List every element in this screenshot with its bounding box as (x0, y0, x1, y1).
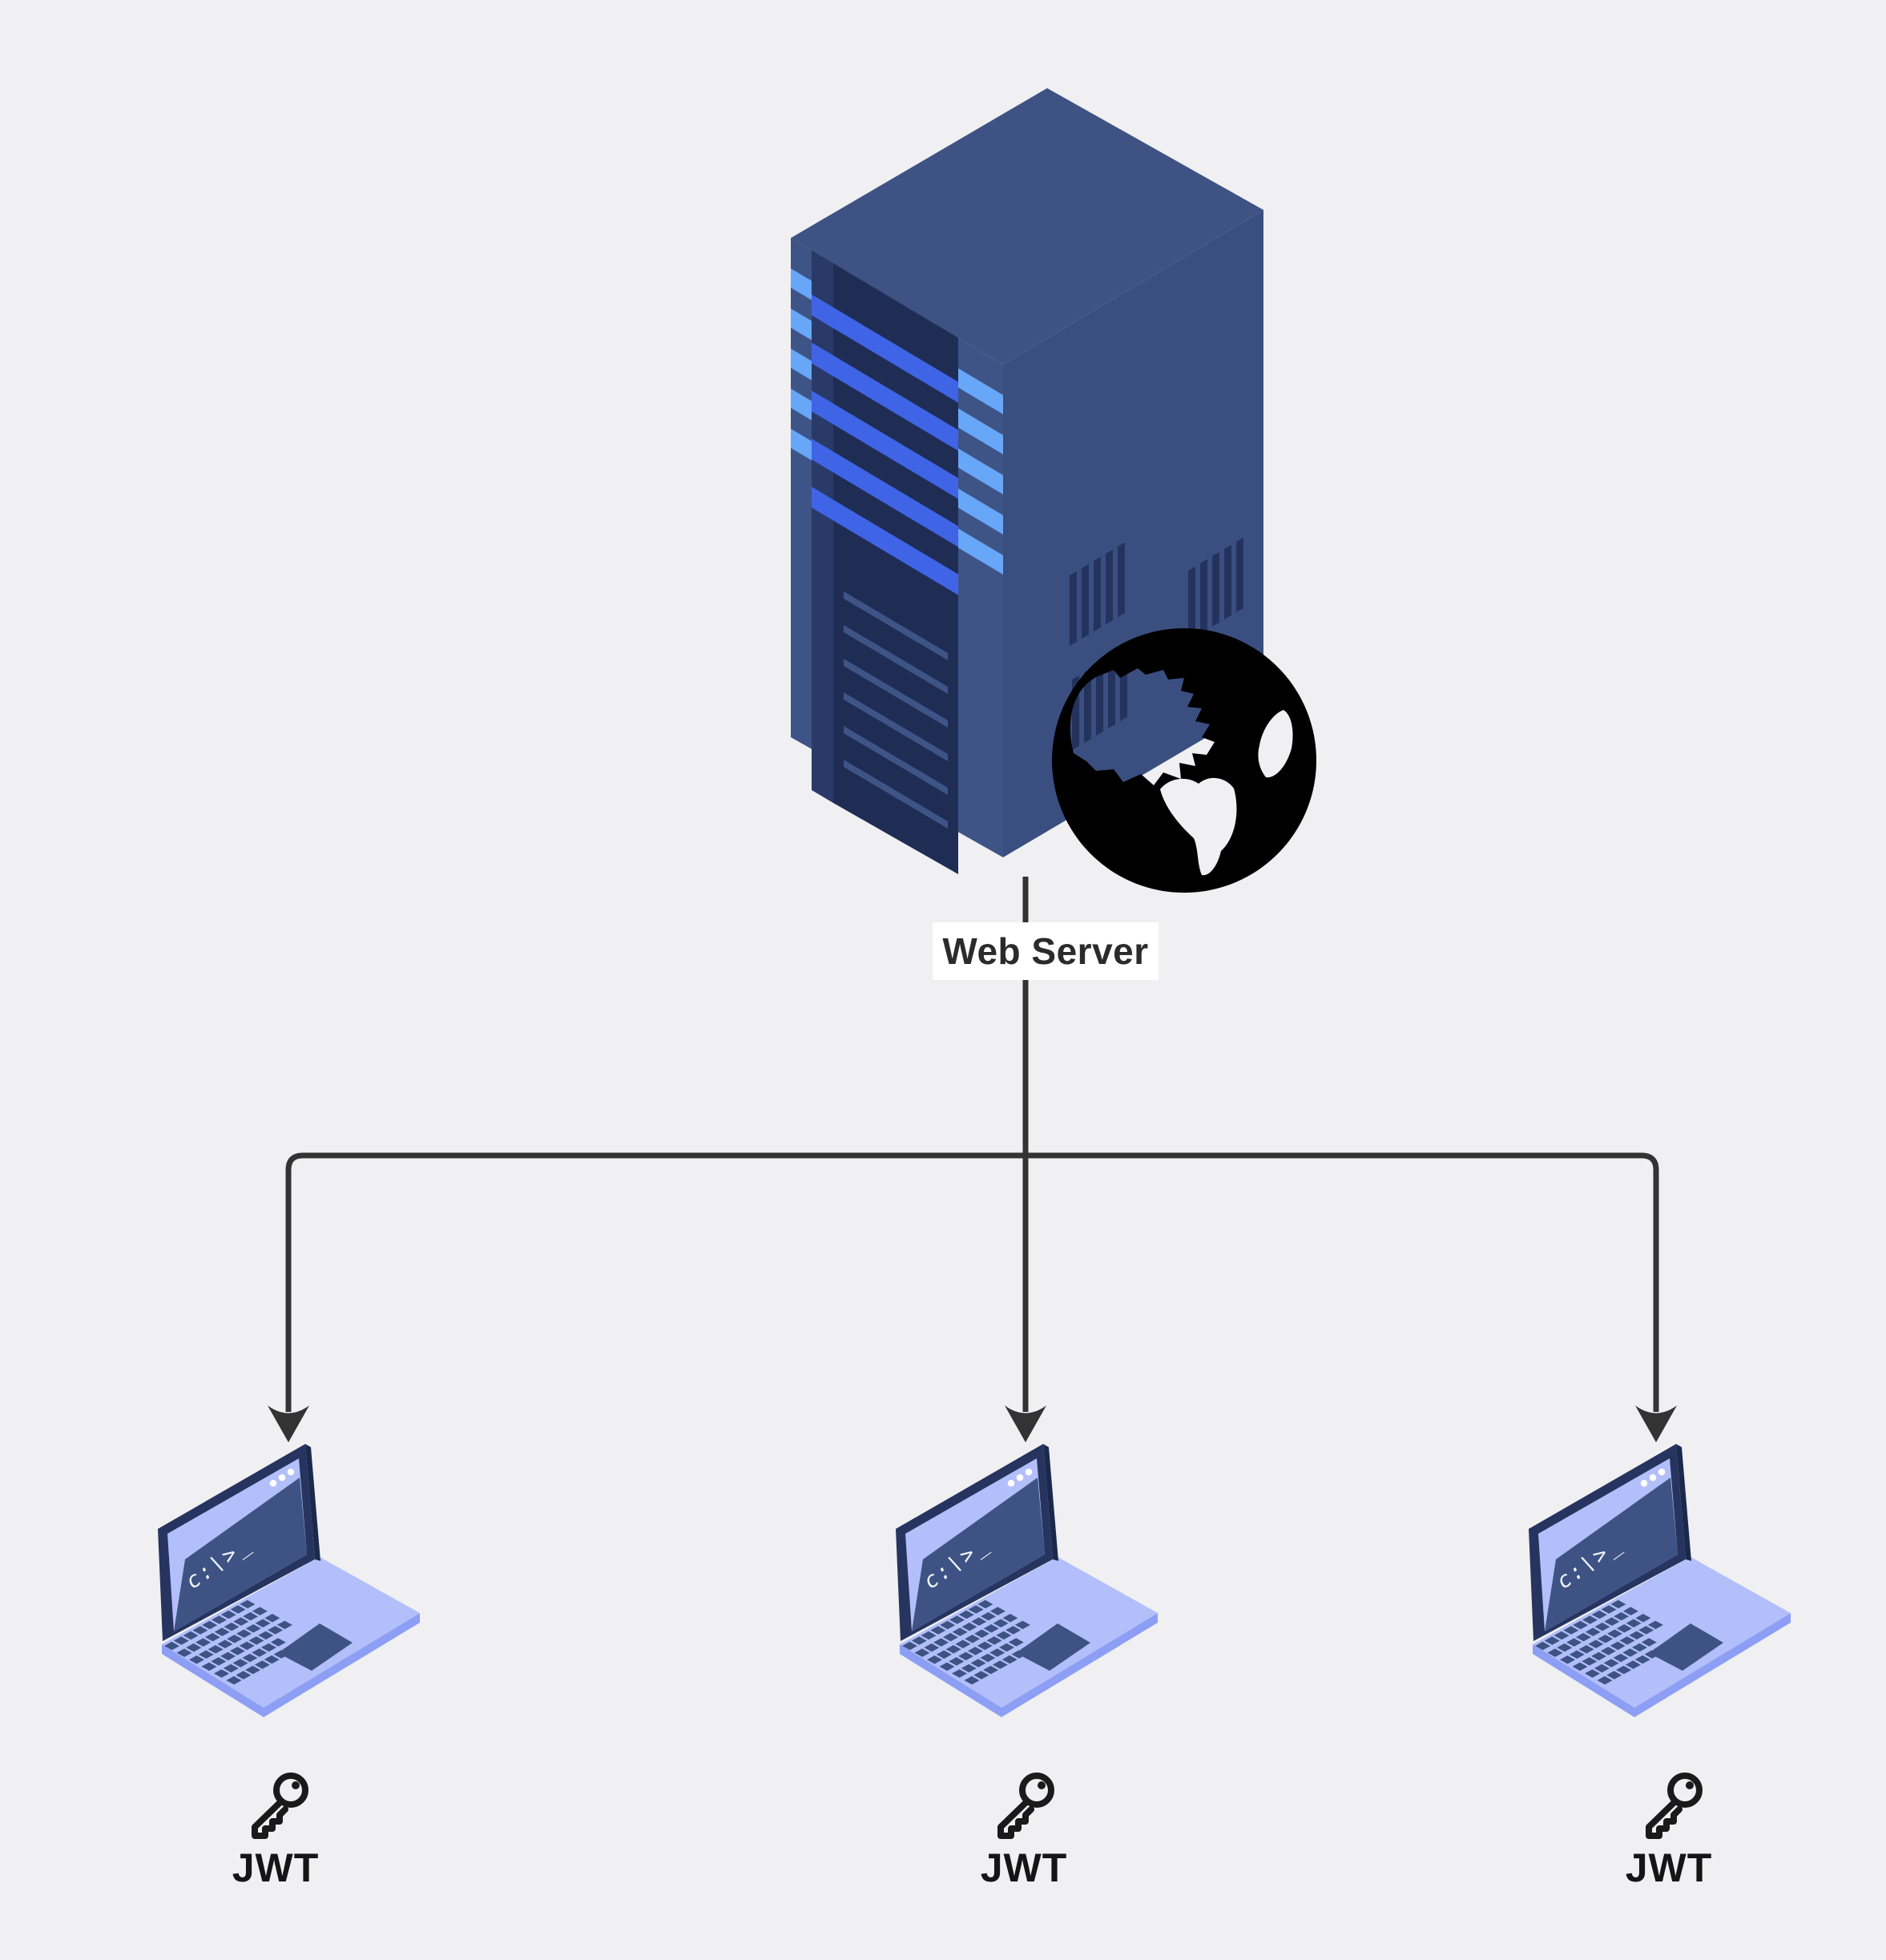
connector-arrowheads (268, 1405, 1677, 1442)
key-icon-1 (255, 1776, 305, 1836)
arrowhead-center (1005, 1405, 1046, 1442)
jwt-label-3: JWT (1625, 1845, 1713, 1890)
key-icon-2 (1001, 1776, 1051, 1836)
server-label: Web Server (933, 922, 1159, 980)
server-panel-vents (844, 591, 948, 829)
server-vent-slats (1070, 538, 1243, 750)
connector-left (285, 1152, 1026, 1412)
jwt-label-1: JWT (232, 1845, 320, 1890)
connector-right (1026, 1152, 1659, 1412)
jwt-label-2: JWT (980, 1845, 1068, 1890)
arrowhead-left (268, 1405, 309, 1442)
server-blue-stripes (812, 282, 958, 622)
server-illustration (791, 88, 1263, 874)
key-icon-3 (1649, 1776, 1699, 1836)
globe-icon (1052, 628, 1317, 893)
arrowhead-right (1635, 1405, 1677, 1442)
